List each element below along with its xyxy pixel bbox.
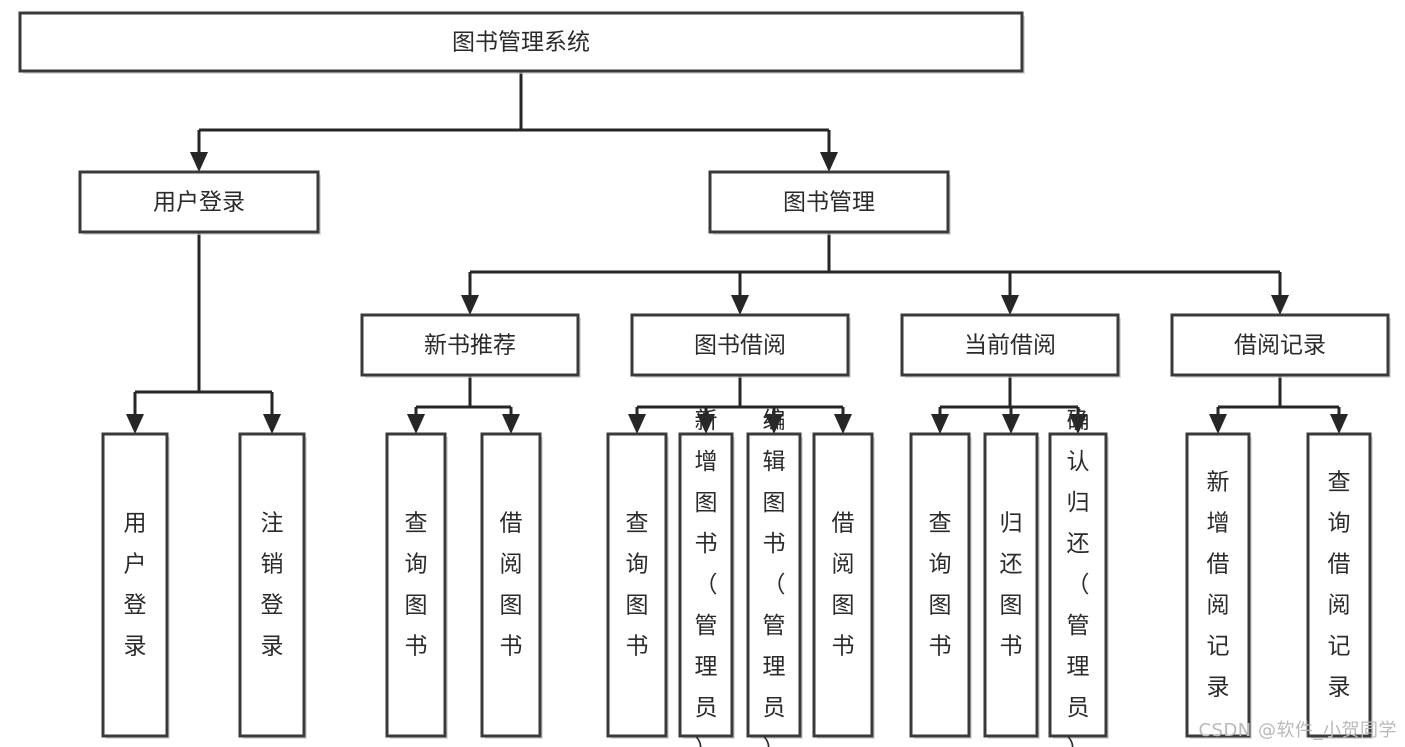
- node-book-borrow-label: 图书借阅: [694, 333, 786, 359]
- leaf-leaf-return-book-label: 归还图书: [1000, 510, 1023, 659]
- bookmanage-to-level3-arrow-0: [461, 295, 479, 315]
- leaf-leaf-edit-book-label: 编辑图书（管理员）: [763, 408, 786, 747]
- leaf-leaf-confirm-return-label: 确认归还（管理员）: [1067, 408, 1090, 747]
- connector-layer: [126, 71, 1348, 434]
- userlogin-to-leaves-arrow-1: [263, 414, 281, 434]
- node-borrow-record-label: 借阅记录: [1234, 333, 1326, 359]
- current-borrow-to-leaves-arrow-0: [931, 414, 949, 434]
- root-node-box[interactable]: [18, 11, 1024, 73]
- leaf-leaf-add-record-box[interactable]: [1185, 432, 1251, 738]
- node-current-borrow-label: 当前借阅: [964, 333, 1056, 359]
- leaf-leaf-borrow-book-1-box[interactable]: [480, 432, 542, 738]
- root-node-label: 图书管理系统: [452, 30, 590, 56]
- current-borrow-to-leaves-arrow-2: [1069, 414, 1087, 434]
- book-borrow-to-leaves-arrow-2: [765, 414, 783, 434]
- node-new-book-recommend-label: 新书推荐: [424, 333, 516, 359]
- node-borrow-record-box[interactable]: [1170, 313, 1390, 377]
- bookmanage-to-level3-arrow-1: [731, 295, 749, 315]
- leaf-leaf-user-login-label: 用户登录: [124, 510, 147, 659]
- node-new-book-recommend-box[interactable]: [360, 313, 580, 377]
- node-user-login-box[interactable]: [78, 170, 320, 234]
- book-borrow-to-leaves-arrow-0: [628, 414, 646, 434]
- leaf-leaf-query-record-box[interactable]: [1306, 432, 1372, 738]
- bookmanage-to-level3-arrow-3: [1271, 295, 1289, 315]
- leaf-leaf-query-record-label: 查询借阅记录: [1328, 469, 1351, 700]
- leaf-leaf-add-book-box[interactable]: [678, 432, 734, 738]
- userlogin-to-leaves-arrow-0: [126, 414, 144, 434]
- borrow-record-to-leaves-arrow-1: [1330, 414, 1348, 434]
- bookmanage-to-level3-arrow-2: [1001, 295, 1019, 315]
- leaf-leaf-query-book-3-label: 查询图书: [929, 510, 952, 659]
- leaf-leaf-edit-book-box[interactable]: [746, 432, 802, 738]
- current-borrow-to-leaves-arrow-1: [1002, 414, 1020, 434]
- leaf-leaf-return-book-box[interactable]: [983, 432, 1039, 738]
- leaf-leaf-query-book-2-label: 查询图书: [626, 510, 649, 659]
- book-borrow-to-leaves-arrow-1: [697, 414, 715, 434]
- leaf-leaf-add-book-label: 新增图书（管理员）: [695, 408, 718, 747]
- node-book-manage-box[interactable]: [708, 170, 950, 234]
- node-book-borrow-box[interactable]: [630, 313, 850, 377]
- leaf-leaf-user-logout-box[interactable]: [238, 432, 306, 738]
- leaf-leaf-user-logout-label: 注销登录: [261, 510, 284, 659]
- leaf-leaf-borrow-book-1-label: 借阅图书: [500, 510, 523, 659]
- leaf-leaf-borrow-book-2-box[interactable]: [812, 432, 874, 738]
- new-book-recommend-to-leaves-arrow-0: [407, 414, 425, 434]
- new-book-recommend-to-leaves-arrow-1: [502, 414, 520, 434]
- root-to-level2-arrow-1: [820, 152, 838, 172]
- leaf-leaf-query-book-1-label: 查询图书: [405, 510, 428, 659]
- node-book-manage-label: 图书管理: [783, 190, 875, 216]
- csdn-watermark: CSDN @软件_小贺同学: [1198, 720, 1397, 741]
- leaf-leaf-borrow-book-2-label: 借阅图书: [832, 510, 855, 659]
- node-current-borrow-box[interactable]: [900, 313, 1120, 377]
- node-layer: 图书管理系统用户登录图书管理新书推荐图书借阅当前借阅借阅记录用户登录注销登录查询…: [18, 11, 1391, 747]
- leaf-leaf-query-book-2-box[interactable]: [606, 432, 668, 738]
- node-user-login-label: 用户登录: [153, 190, 245, 216]
- leaf-leaf-add-record-label: 新增借阅记录: [1207, 469, 1230, 700]
- borrow-record-to-leaves-arrow-0: [1209, 414, 1227, 434]
- leaf-leaf-query-book-1-box[interactable]: [385, 432, 447, 738]
- leaf-leaf-user-login-box[interactable]: [101, 432, 169, 738]
- book-borrow-to-leaves-arrow-3: [834, 414, 852, 434]
- root-to-level2-arrow-0: [190, 152, 208, 172]
- leaf-leaf-query-book-3-box[interactable]: [909, 432, 971, 738]
- leaf-leaf-confirm-return-box[interactable]: [1048, 432, 1108, 738]
